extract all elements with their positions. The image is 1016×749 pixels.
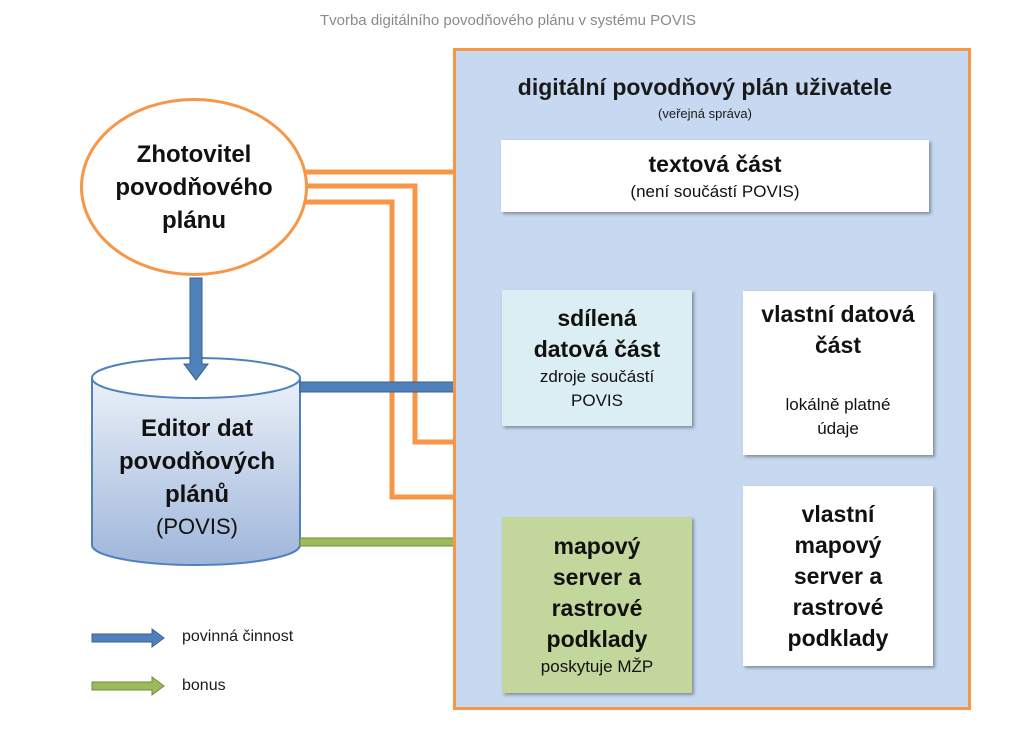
own-map-server-line5: podklady [787, 624, 889, 651]
shared-data-sub-line1: zdroje součástí [539, 367, 655, 386]
map-server-title-line2: server a [552, 564, 642, 590]
editor-label-line2: povodňových [118, 448, 275, 475]
panel-subtitle: (veřejná správa) [658, 106, 752, 121]
contractor-label-line3: plánu [162, 206, 226, 234]
own-map-server-line4: rastrové [792, 593, 884, 620]
map-server-box: mapový server a rastrové podklady poskyt… [502, 517, 692, 693]
own-data-sub-line2: údaje [817, 419, 859, 438]
map-server-title-line1: mapový [553, 533, 641, 559]
own-map-server-line2: mapový [794, 531, 882, 558]
contractor-node: Zhotovitel povodňového plánu [80, 98, 308, 276]
text-part-subtitle: (není součástí POVIS) [630, 181, 800, 201]
shared-data-title-line2: datová část [533, 336, 661, 362]
own-data-box: vlastní datová část lokálně platné údaje [743, 291, 933, 455]
legend-label-bonus: bonus [182, 677, 226, 694]
contractor-label-line1: Zhotovitel [136, 140, 252, 168]
legend-arrow-mandatory [91, 628, 165, 648]
map-server-sub: poskytuje MŽP [540, 657, 654, 676]
arrow-contractor-to-editor [183, 277, 209, 381]
contractor-label-line2: povodňového [115, 173, 273, 201]
text-part-title: textová část [648, 150, 782, 177]
legend-arrow-bonus [91, 676, 165, 696]
own-data-title-line2: část [814, 332, 862, 358]
panel-title: digitální povodňový plán uživatele [517, 74, 893, 100]
editor-label-line1: Editor dat [141, 415, 253, 442]
own-map-server-box: vlastní mapový server a rastrové podklad… [743, 486, 933, 666]
shared-data-sub-line2: POVIS [571, 391, 623, 410]
shared-data-title-line1: sdílená [557, 305, 637, 331]
editor-cylinder-body [91, 377, 301, 566]
legend-label-mandatory: povinná činnost [182, 628, 294, 645]
map-server-title-line4: podklady [546, 626, 648, 652]
editor-label-sub: (POVIS) [156, 514, 238, 539]
own-map-server-line3: server a [793, 562, 883, 589]
shared-data-box: sdílená datová část zdroje součástí POVI… [502, 290, 692, 426]
own-map-server-line1: vlastní [801, 500, 875, 527]
editor-label-line3: plánů [165, 481, 229, 508]
text-part-box: textová část (není součástí POVIS) [501, 140, 929, 212]
own-data-title-line1: vlastní datová [761, 301, 915, 327]
editor-node: Editor dat povodňových plánů (POVIS) [92, 412, 302, 543]
map-server-title-line3: rastrové [551, 595, 643, 621]
own-data-sub-line1: lokálně platné [785, 395, 891, 414]
page-title: Tvorba digitálního povodňového plánu v s… [319, 12, 697, 29]
